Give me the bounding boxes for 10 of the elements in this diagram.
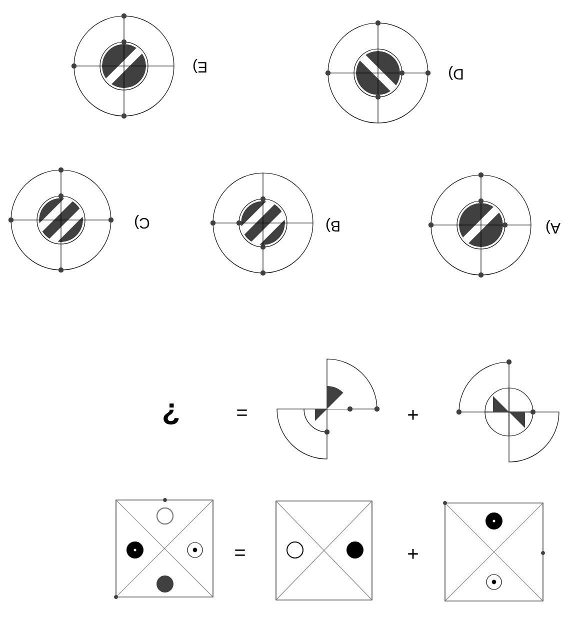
- equals-sign: =: [235, 549, 245, 556]
- plus-sign: +: [408, 410, 418, 420]
- equals-sign: =: [237, 409, 247, 416]
- question-mark: ?: [164, 404, 179, 424]
- option-label: D): [449, 66, 463, 80]
- option-label: A): [546, 220, 560, 234]
- option-label: E): [193, 59, 206, 73]
- plus-sign: +: [408, 549, 418, 559]
- option-label: B): [326, 218, 340, 232]
- option-label: C): [135, 215, 150, 229]
